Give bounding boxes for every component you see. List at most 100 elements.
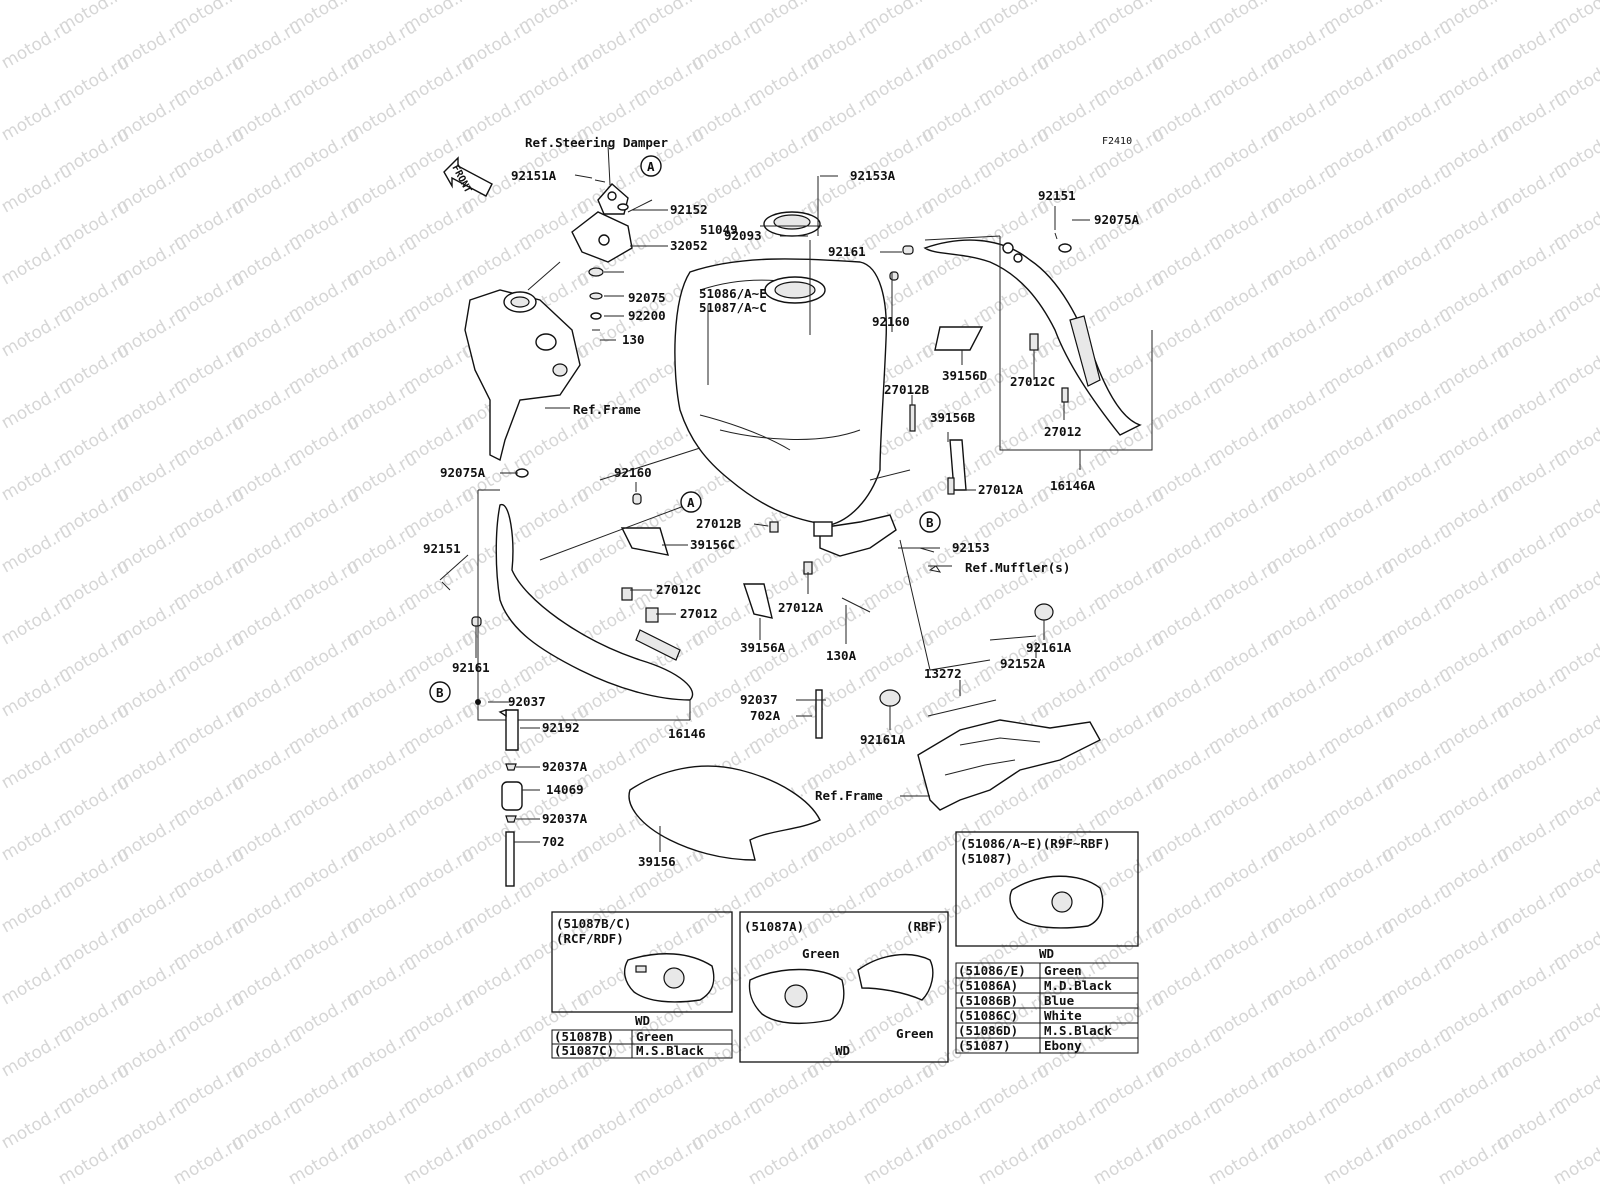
part-label: 92151 <box>423 541 461 556</box>
part-label: 92037 <box>508 694 546 709</box>
steering-damper-bracket <box>571 179 633 331</box>
color-code-cell: (51087) <box>958 1038 1011 1053</box>
color-name-cell: Blue <box>1044 993 1075 1008</box>
color-code-cell: (51086A) <box>958 978 1018 993</box>
part-label: 92161A <box>1026 640 1072 655</box>
color-name-cell: M.S.Black <box>636 1043 704 1058</box>
part-label: 14069 <box>546 782 584 797</box>
part-label: 92161A <box>860 732 906 747</box>
right-side-cover <box>889 232 1153 495</box>
color-code-cell: (51087C) <box>554 1043 614 1058</box>
part-label: 92075A <box>440 465 486 480</box>
tank-thumbnail-right <box>1009 875 1104 929</box>
part-label: 92161 <box>452 660 490 675</box>
inset-center: (51087A) (RBF) Green Green WD <box>739 911 949 1063</box>
part-label: 92160 <box>872 314 910 329</box>
part-number-labels: 92151A 92152 32052 92075 92200 130 92153… <box>423 168 1140 869</box>
part-label: 92093 <box>724 228 762 243</box>
part-label: 130 <box>622 332 645 347</box>
part-label: 51049 <box>700 222 738 237</box>
marker-b-1: B <box>919 511 941 533</box>
part-label: 92075A <box>1094 212 1140 227</box>
svg-text:(RCF/RDF): (RCF/RDF) <box>556 931 624 946</box>
ref-frame-upper-label: Ref.Frame <box>573 402 641 417</box>
tank-thumbnail-center <box>748 953 934 1025</box>
svg-text:(51086/A~E)(R9F~RBF): (51086/A~E)(R9F~RBF) <box>960 836 1111 851</box>
part-label: 92200 <box>628 308 666 323</box>
color-code-cell: (51086/E) <box>958 963 1026 978</box>
part-label: 27012A <box>778 600 824 615</box>
svg-text:(51087A): (51087A) <box>744 919 804 934</box>
part-label: 39156D <box>942 368 987 383</box>
diagram-code: F2410 <box>1102 136 1132 147</box>
svg-text:Green: Green <box>802 946 840 961</box>
part-label: 27012C <box>656 582 701 597</box>
color-name-cell: Green <box>636 1029 674 1044</box>
part-label: 27012B <box>696 516 742 531</box>
color-name-cell: Green <box>1044 963 1082 978</box>
marker-a-1: A <box>640 155 662 177</box>
part-label: 39156C <box>690 537 735 552</box>
part-label: 39156 <box>638 854 676 869</box>
part-label: 92152A <box>1000 656 1046 671</box>
part-label: 92037A <box>542 759 588 774</box>
svg-text:WD: WD <box>1039 946 1054 961</box>
part-label: 92075 <box>628 290 666 305</box>
breather-hose-assembly <box>475 699 523 887</box>
part-label: 92153A <box>850 168 896 183</box>
front-arrow-icon: FRONT <box>443 156 493 197</box>
frame-head-part <box>464 289 581 462</box>
part-label: 702 <box>542 834 565 849</box>
svg-text:WD: WD <box>835 1043 850 1058</box>
svg-text:B: B <box>436 685 444 700</box>
color-code-cell: (51086C) <box>958 1008 1018 1023</box>
color-code-cell: (51086D) <box>958 1023 1018 1038</box>
part-label: 51087/A~C <box>699 300 767 315</box>
part-label: 13272 <box>924 666 962 681</box>
leader-lines <box>439 144 1090 852</box>
color-name-cell: M.S.Black <box>1044 1023 1112 1038</box>
part-label: 16146 <box>668 726 706 741</box>
svg-text:(51087B/C): (51087B/C) <box>556 916 631 931</box>
ref-mufflers-label: Ref.Muffler(s) <box>965 560 1070 575</box>
left-side-cover <box>441 468 871 721</box>
svg-text:(RBF): (RBF) <box>906 919 944 934</box>
part-label: 92192 <box>542 720 580 735</box>
marker-b-2: B <box>429 681 451 703</box>
lower-frame-part <box>812 539 1101 811</box>
part-label: 702A <box>750 708 781 723</box>
part-label: 39156A <box>740 640 786 655</box>
color-code-cell: (51086B) <box>958 993 1018 1008</box>
ref-steering-damper-label: Ref.Steering Damper <box>525 135 668 150</box>
part-label: 27012C <box>1010 374 1055 389</box>
ref-frame-lower-label: Ref.Frame <box>815 788 883 803</box>
part-label: 27012B <box>884 382 930 397</box>
part-label: 92037 <box>740 692 778 707</box>
svg-text:A: A <box>647 159 655 174</box>
part-label: 130A <box>826 648 857 663</box>
tank-thumbnail-left <box>623 953 715 1003</box>
part-label: 39156B <box>930 410 976 425</box>
svg-text:B: B <box>926 515 934 530</box>
part-label: 27012 <box>1044 424 1082 439</box>
color-name-cell: White <box>1044 1008 1082 1023</box>
part-label: 92151A <box>511 168 557 183</box>
part-label: 92160 <box>614 465 652 480</box>
svg-text:WD: WD <box>635 1013 650 1028</box>
part-label: 92151 <box>1038 188 1076 203</box>
inset-right: (51086/A~E)(R9F~RBF) (51087) WD (51086/E… <box>955 831 1139 1054</box>
part-label: 92161 <box>828 244 866 259</box>
color-name-cell: Ebony <box>1044 1038 1082 1053</box>
color-name-cell: M.D.Black <box>1044 978 1112 993</box>
part-label: 51086/A~E <box>699 286 767 301</box>
svg-text:Green: Green <box>896 1026 934 1041</box>
svg-text:(51087): (51087) <box>960 851 1013 866</box>
color-code-cell: (51087B) <box>554 1029 614 1044</box>
part-label: 27012 <box>680 606 718 621</box>
part-label: 92153 <box>952 540 990 555</box>
part-label: 27012A <box>978 482 1024 497</box>
part-label: 92152 <box>670 202 708 217</box>
part-label: 32052 <box>670 238 708 253</box>
